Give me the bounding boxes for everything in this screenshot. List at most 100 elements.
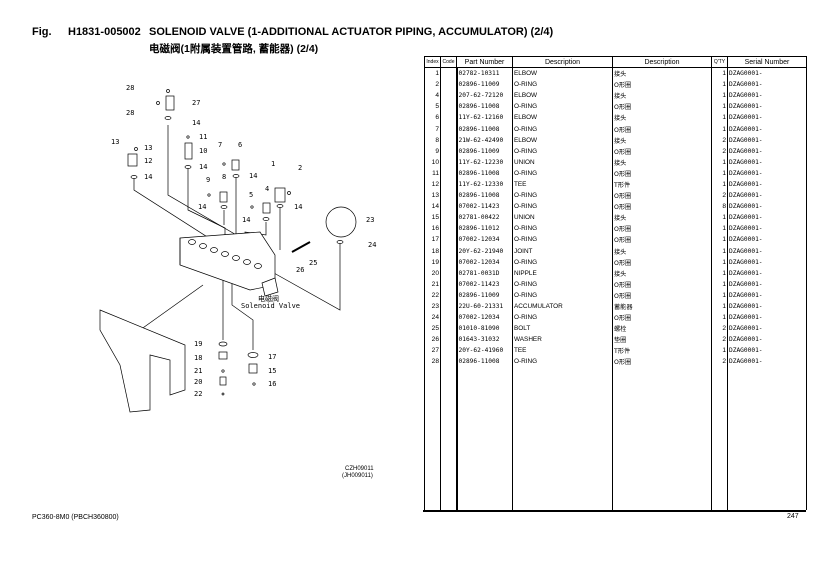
row-serial-number: DZAG0001- bbox=[727, 223, 807, 235]
row-part-number: 11Y-62-12160 bbox=[455, 112, 513, 124]
callout-number: 17 bbox=[268, 353, 276, 361]
row-description: ACCUMULATOR bbox=[512, 300, 613, 313]
row-index: 20 bbox=[424, 267, 441, 279]
row-code bbox=[440, 356, 457, 368]
row-index: 19 bbox=[424, 256, 441, 268]
callout-number: 28 bbox=[126, 109, 134, 117]
callout-number: 14 bbox=[199, 163, 207, 171]
row-description: ELBOW bbox=[512, 90, 613, 102]
row-description: O-RING bbox=[512, 190, 613, 202]
row-qty: 1 bbox=[711, 123, 728, 135]
fig-label: Fig. bbox=[32, 26, 52, 38]
callout-number: 4 bbox=[265, 185, 269, 193]
row-serial-number: DZAG0001- bbox=[727, 123, 807, 135]
row-qty: 2 bbox=[711, 356, 728, 368]
row-part-number: 02896-11009 bbox=[455, 145, 513, 157]
callout-number: 13 bbox=[111, 138, 119, 146]
row-index: 21 bbox=[424, 278, 441, 290]
callout-number: 28 bbox=[126, 84, 134, 92]
callout-number: 10 bbox=[199, 147, 207, 155]
row-index: 13 bbox=[424, 190, 441, 202]
header-part-number: Part Number bbox=[456, 56, 513, 68]
row-description: TEE bbox=[512, 345, 613, 357]
row-serial-number: DZAG0001- bbox=[727, 112, 807, 124]
row-qty: 1 bbox=[711, 67, 728, 80]
row-serial-number: DZAG0001- bbox=[727, 156, 807, 168]
row-serial-number: DZAG0001- bbox=[727, 300, 807, 313]
valve-port bbox=[188, 239, 196, 245]
row-description: UNION bbox=[512, 212, 613, 224]
filler-cell bbox=[612, 367, 712, 510]
row-code bbox=[440, 145, 457, 157]
row-index: 24 bbox=[424, 312, 441, 324]
row-description-cn: 接头 bbox=[612, 67, 712, 80]
row-description: O-RING bbox=[512, 289, 613, 301]
row-serial-number: DZAG0001- bbox=[727, 101, 807, 113]
row-part-number: 22U-60-21331 bbox=[455, 300, 513, 313]
callout-number: 27 bbox=[192, 99, 200, 107]
row-qty: 1 bbox=[711, 234, 728, 246]
row-index: 25 bbox=[424, 323, 441, 335]
row-qty: 2 bbox=[711, 323, 728, 335]
row-description-cn: 接头 bbox=[612, 112, 712, 124]
row-description-cn: O形圈 bbox=[612, 190, 712, 202]
table-header-row: Index Code Part Number Description Descr… bbox=[424, 56, 807, 68]
row-serial-number: DZAG0001- bbox=[727, 145, 807, 157]
page-title-chinese: 电磁阀(1附属装置管路, 蓄能器) (2/4) bbox=[149, 43, 319, 55]
row-qty: 2 bbox=[711, 334, 728, 346]
row-serial-number: DZAG0001- bbox=[727, 67, 807, 80]
callout-number: 15 bbox=[268, 367, 276, 375]
callout-number: 14 bbox=[192, 119, 200, 127]
row-code bbox=[440, 67, 457, 80]
row-description-cn: O形圈 bbox=[612, 101, 712, 113]
row-code bbox=[440, 234, 457, 246]
header-description: Description bbox=[512, 56, 613, 68]
row-description-cn: O形圈 bbox=[612, 201, 712, 213]
row-part-number: 20Y-62-21940 bbox=[455, 245, 513, 257]
row-description: O-RING bbox=[512, 256, 613, 268]
valve-port bbox=[254, 263, 262, 269]
row-serial-number: DZAG0001- bbox=[727, 256, 807, 268]
callout-number: 7 bbox=[218, 141, 222, 149]
callout-number: 19 bbox=[194, 340, 202, 348]
page-title: SOLENOID VALVE (1-ADDITIONAL ACTUATOR PI… bbox=[149, 26, 554, 38]
row-code bbox=[440, 101, 457, 113]
row-index: 14 bbox=[424, 201, 441, 213]
row-description: TEE bbox=[512, 178, 613, 191]
row-index: 1 bbox=[424, 67, 441, 80]
header-serial-number: Serial Number bbox=[727, 56, 807, 68]
row-code bbox=[440, 323, 457, 335]
row-part-number: 11Y-62-12330 bbox=[455, 178, 513, 191]
row-description-cn: 接头 bbox=[612, 156, 712, 168]
row-description: O-RING bbox=[512, 223, 613, 235]
row-part-number: 02781-00422 bbox=[455, 212, 513, 224]
row-description-cn: O形圈 bbox=[612, 223, 712, 235]
valve-port bbox=[243, 259, 251, 265]
row-code bbox=[440, 334, 457, 346]
row-serial-number: DZAG0001- bbox=[727, 90, 807, 102]
row-code bbox=[440, 212, 457, 224]
row-description-cn: O形圈 bbox=[612, 256, 712, 268]
row-description-cn: 接头 bbox=[612, 90, 712, 102]
row-index: 12 bbox=[424, 178, 441, 191]
row-code bbox=[440, 245, 457, 257]
row-qty: 1 bbox=[711, 212, 728, 224]
row-description: O-RING bbox=[512, 201, 613, 213]
row-code bbox=[440, 79, 457, 91]
row-qty: 8 bbox=[711, 201, 728, 213]
row-serial-number: DZAG0001- bbox=[727, 267, 807, 279]
valve-port bbox=[210, 247, 218, 253]
